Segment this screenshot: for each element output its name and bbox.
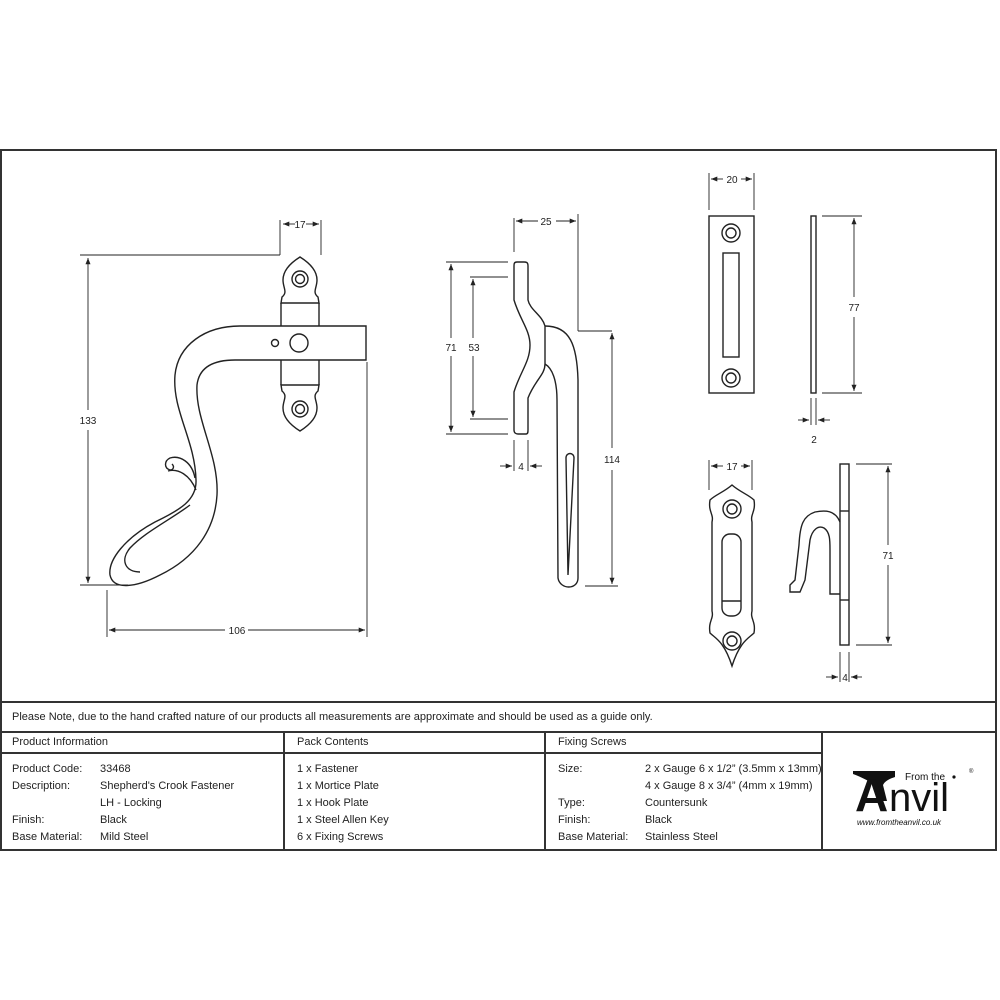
fastener-front-view [109,256,367,587]
dim-label-mortice-width: 20 [726,175,738,186]
pack-item: 1 x Steel Allen Key [297,814,389,826]
pack-item: 6 x Fixing Screws [297,831,384,843]
hook-plate-side [789,463,850,646]
hook-plate-front [708,484,756,669]
hook-plate-dimensions [708,460,892,682]
registered-mark: ® [969,768,974,775]
spec-table: Product Information Product Code:33468 D… [0,731,997,851]
dim-label-hook-thickness: 4 [842,673,848,684]
screw-row: Finish:Black [558,814,672,826]
fastener-side-view [513,261,579,588]
dim-label-mortice-thickness: 2 [811,435,817,446]
mortice-plate-dimensions [708,173,862,425]
fastener-side-dimensions [446,214,618,587]
info-row: Product Code:33468 [12,763,131,775]
pack-contents-header: Pack Contents [285,733,544,754]
info-row: Finish:Black [12,814,127,826]
info-row: LH - Locking [100,797,162,809]
dim-label-side-top: 25 [540,217,552,228]
logo-small-text: From the [905,772,945,783]
info-row: Base Material:Mild Steel [12,831,149,843]
dim-label-hook-width: 17 [726,462,738,473]
pack-item: 1 x Mortice Plate [297,780,379,792]
pack-contents-section: Pack Contents 1 x Fastener 1 x Mortice P… [285,733,546,851]
mortice-plate-side [810,215,817,394]
screw-row: Size:2 x Gauge 6 x 1/2” (3.5mm x 13mm) [558,763,822,775]
dim-label-fastener-height: 133 [80,416,97,427]
fixing-screws-section: Fixing Screws Size:2 x Gauge 6 x 1/2” (3… [546,733,823,851]
product-information-section: Product Information Product Code:33468 D… [0,733,285,851]
fastener-front-dimensions [80,220,368,637]
fixing-screws-header: Fixing Screws [546,733,821,754]
drawing-sheet-frame [0,149,997,851]
dim-label-side-thickness: 4 [518,462,524,473]
measurement-note: Please Note, due to the hand crafted nat… [0,701,997,731]
logo-section: A nvil From the ® www.fromtheanvil.co.uk [823,733,997,851]
technical-drawing: 17 133 106 25 71 53 4 114 20 77 2 17 71 … [80,173,894,684]
product-information-header: Product Information [0,733,283,754]
dim-label-side-inner: 53 [468,343,480,354]
screw-row: Type:Countersunk [558,797,708,809]
dim-label-mortice-height: 77 [848,303,860,314]
dim-label-fastener-width: 17 [294,220,306,231]
from-the-anvil-logo: A nvil From the ® www.fromtheanvil.co.uk [853,768,974,827]
anvil-icon [853,771,895,801]
mortice-plate-front [708,215,755,394]
dim-label-side-length: 114 [604,455,620,466]
info-row: Description:Shepherd's Crook Fastener [12,780,235,792]
logo-url: www.fromtheanvil.co.uk [857,818,942,827]
screw-row: Base Material:Stainless Steel [558,831,718,843]
pack-item: 1 x Fastener [297,763,359,775]
dim-label-fastener-span: 106 [229,626,246,637]
dim-label-side-outer: 71 [445,343,457,354]
dim-label-hook-height: 71 [882,551,894,562]
logo-letter-a: A [855,769,888,821]
screw-row: 4 x Gauge 8 x 3/4” (4mm x 19mm) [645,780,813,792]
pack-item: 1 x Hook Plate [297,797,369,809]
logo-word: nvil [889,776,949,820]
